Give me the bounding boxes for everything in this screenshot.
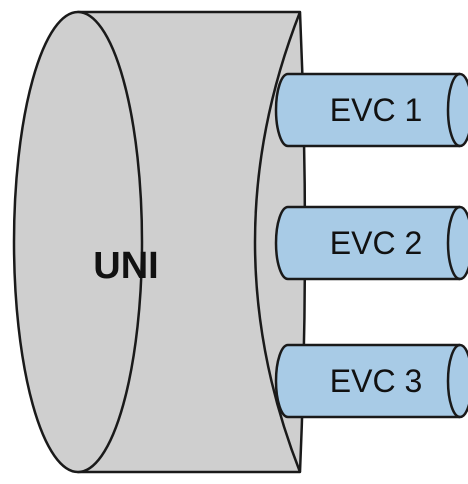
evc-label: EVC 2	[330, 225, 422, 261]
uni-label: UNI	[93, 245, 158, 287]
evc-label: EVC 3	[330, 363, 422, 399]
evc-pipe-end-cap	[446, 343, 461, 419]
evc-pipe-3: EVC 3	[274, 343, 468, 419]
evc-pipe-end-cap	[446, 72, 461, 148]
uni-cylinder-left-cap	[12, 10, 144, 474]
uni-cylinder-right-edge	[253, 11, 302, 473]
evc-pipes: EVC 1 EVC 2 EVC 3	[274, 72, 468, 419]
evc-pipe-2: EVC 2	[274, 205, 468, 281]
evc-pipe-1: EVC 1	[274, 72, 468, 148]
evc-label: EVC 1	[330, 92, 422, 128]
evc-pipe-end-cap	[446, 205, 461, 281]
